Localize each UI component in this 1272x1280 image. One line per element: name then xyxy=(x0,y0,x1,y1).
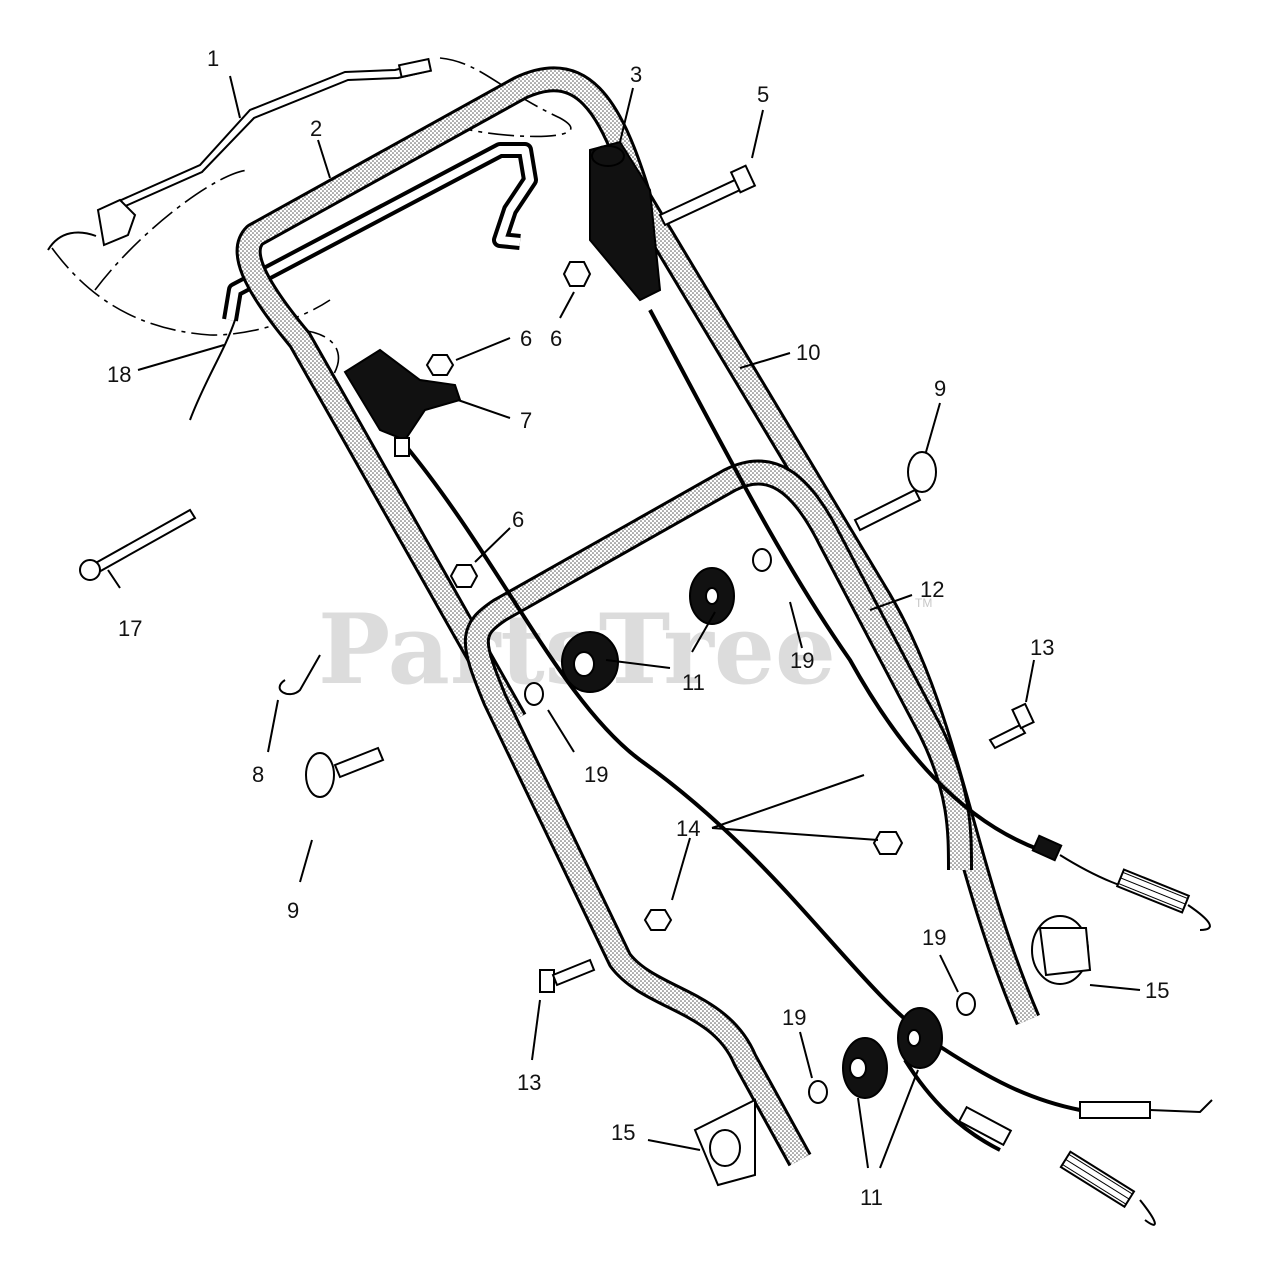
callout-11-b: 11 xyxy=(860,1185,883,1210)
bolt-5 xyxy=(658,164,757,227)
callout-6-low: 6 xyxy=(512,507,524,532)
callout-6-mid: 6 xyxy=(520,326,532,351)
callout-6-top: 6 xyxy=(550,326,562,351)
knobs xyxy=(561,567,943,1099)
callout-3: 3 xyxy=(630,62,642,87)
callout-19-c: 19 xyxy=(922,925,946,950)
callout-2: 2 xyxy=(310,116,322,141)
washers xyxy=(524,548,976,1104)
callout-18: 18 xyxy=(107,362,131,387)
callout-15-left: 15 xyxy=(611,1120,635,1145)
throttle-control xyxy=(589,140,662,302)
callout-14: 14 xyxy=(676,816,700,841)
callout-19-d: 19 xyxy=(782,1005,806,1030)
callout-13-upper: 13 xyxy=(1030,635,1054,660)
drive-control xyxy=(343,348,462,457)
callout-labels: 1 2 3 5 6 10 18 6 7 9 6 17 12 19 11 13 8… xyxy=(107,46,1169,1210)
nuts xyxy=(425,261,904,931)
caps xyxy=(693,915,1092,1187)
callout-17: 17 xyxy=(118,616,142,641)
bolt-17 xyxy=(79,508,197,581)
bolt-13-upper xyxy=(988,702,1035,750)
callout-7: 7 xyxy=(520,408,532,433)
callout-11-a: 11 xyxy=(682,670,705,695)
lower-handle xyxy=(463,459,973,1167)
carriage-bolt-9-upper xyxy=(853,451,937,532)
leader-lines xyxy=(107,75,1141,1169)
callout-8: 8 xyxy=(252,762,264,787)
springs xyxy=(957,834,1213,1226)
control-cable-rod xyxy=(47,57,433,251)
callout-19-b: 19 xyxy=(584,762,608,787)
eyebolt-8 xyxy=(278,654,321,696)
watermark-trademark: TM xyxy=(915,596,932,610)
callout-19-a: 19 xyxy=(790,648,814,673)
operator-bail xyxy=(189,142,538,421)
callout-1: 1 xyxy=(207,46,219,71)
callout-9-lower: 9 xyxy=(287,898,299,923)
bolt-13-lower xyxy=(539,958,596,993)
callout-13-lower: 13 xyxy=(517,1070,541,1095)
callout-12: 12 xyxy=(920,577,944,602)
callout-9-upper: 9 xyxy=(934,376,946,401)
callout-10: 10 xyxy=(796,340,820,365)
carriage-bolt-9-lower xyxy=(305,746,385,798)
callout-5: 5 xyxy=(757,82,769,107)
callout-15-right: 15 xyxy=(1145,978,1169,1003)
